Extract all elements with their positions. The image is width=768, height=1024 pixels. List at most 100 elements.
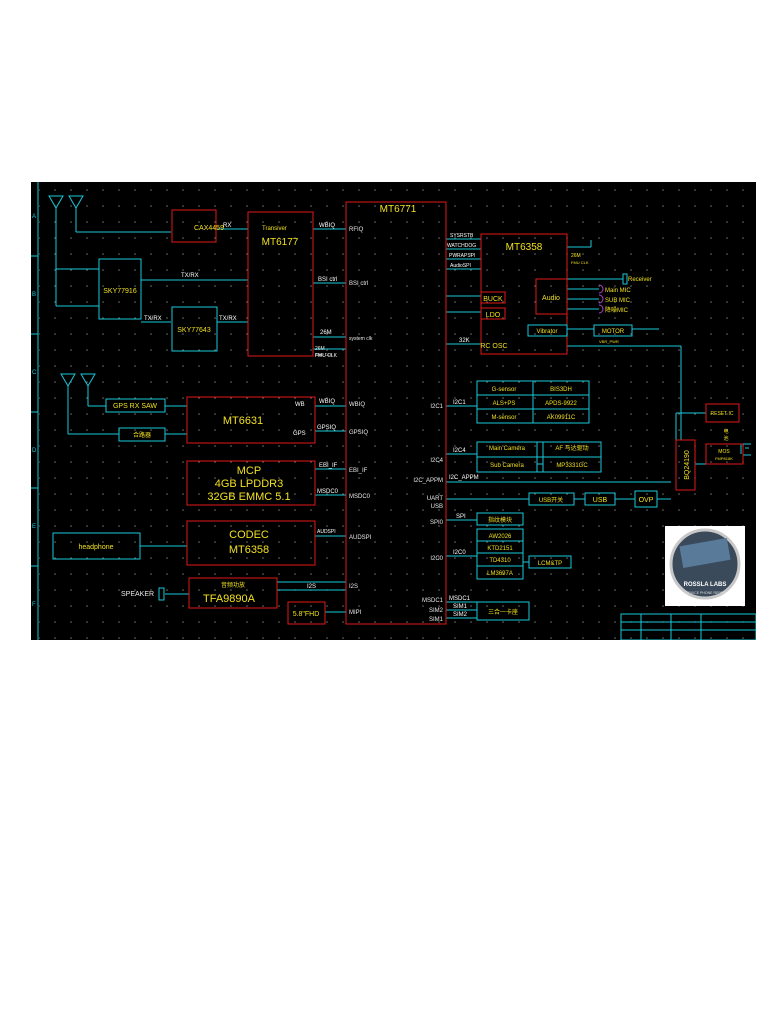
mos-block: [705, 443, 744, 465]
net-wbiq-1: WBIQ: [319, 223, 335, 229]
af-motor-label: AF 马达驱动: [555, 444, 588, 452]
audio-block: [535, 278, 568, 315]
row-mark-b: B: [32, 292, 36, 298]
mcp-label-1: MCP: [237, 465, 261, 477]
pin-msdc0: MSDC0: [349, 494, 371, 500]
sky77643-block: [171, 306, 218, 352]
main-mic-label: Main MIC: [605, 288, 631, 294]
mt6771-block: [345, 201, 447, 625]
net-ebi-if: EBI_IF: [319, 463, 338, 469]
cax-label: CAX4459: [194, 225, 224, 232]
pmic-label: MT6358: [506, 242, 543, 253]
charger-block: [675, 439, 696, 491]
pin-audspi: AUDSPI: [349, 535, 372, 541]
pin-sim2: SIM2: [429, 608, 444, 614]
g-sensor-label: G-sensor: [492, 387, 517, 393]
g-sensor-part: BIS3DH: [550, 387, 572, 393]
af-part-label: MP3331GC: [556, 463, 588, 469]
speaker-icon: [158, 587, 165, 601]
buck-label: BUCK: [483, 296, 503, 303]
ldo-block: [480, 307, 506, 320]
third-mic-label: 降噪MIC: [605, 306, 629, 314]
usb-switch-block: [528, 492, 575, 506]
display-block: [287, 601, 326, 625]
fingerprint-label: 指纹模块: [488, 516, 512, 524]
net-wb: WB: [295, 402, 305, 408]
rc-osc-label: RC OSC: [480, 343, 507, 350]
mcp-block: [186, 460, 316, 506]
pin-i2s: I2S: [349, 584, 358, 590]
m-sensor-label: M-sensor: [491, 415, 516, 421]
sky77643-label: SKY77643: [177, 327, 211, 334]
net-txrx-2: TX/RX: [144, 316, 162, 322]
net-i2c-appm: I2C_APPM: [449, 475, 479, 481]
net-wbiq-2: WBIQ: [319, 399, 335, 405]
ovp-label: OVP: [639, 497, 654, 504]
amp-block: [188, 577, 278, 609]
pin-gpsiq: GPSIQ: [349, 430, 368, 436]
net-bsi-ctrl: BSI ctrl: [318, 277, 337, 283]
headphone-label: headphone: [78, 544, 113, 551]
vibrator-block: [527, 324, 568, 337]
net-i2s: I2S: [307, 584, 316, 590]
border-rows: [31, 182, 39, 640]
net-audiospi: AudioSPI: [450, 263, 471, 269]
net-pwrapspi: PWRAPSPI: [449, 253, 475, 259]
pin-sim1: SIM1: [429, 617, 444, 623]
row-mark-e: E: [32, 524, 36, 530]
blocks: [52, 201, 756, 640]
codec-block: [186, 520, 316, 566]
pin-ebi-if: EBI_IF: [349, 468, 368, 474]
pmic-fmu-clk-label: FMU CLK: [571, 260, 589, 265]
net-32k: 32K: [459, 338, 470, 344]
touch-ic-3: TD4310: [489, 558, 511, 564]
pin-rfiq: RFIQ: [349, 227, 364, 233]
main-mic-icon: [598, 284, 604, 294]
usb-block: [584, 492, 616, 506]
charger-label: BQ24190: [684, 450, 691, 480]
usb-block-label: USB: [593, 497, 608, 504]
display-label: 5.8"FHD: [293, 611, 320, 618]
main-camera-label: Main Camera: [489, 446, 526, 452]
net-gps: GPS: [293, 431, 306, 437]
transceiver-block: [247, 211, 314, 357]
als-ps-part: APDS-9922: [545, 401, 577, 407]
pin-wbiq: WBIQ: [349, 402, 365, 408]
touch-ic-4: LM3697A: [487, 571, 513, 577]
pin-bsi-ctrl: BSI ctrl: [349, 281, 368, 287]
wires: [48, 195, 751, 619]
logo-subtitle: SERVICE PHONE REPAIR: [684, 591, 727, 595]
vbr-pwr-label: VBR_PWR: [599, 339, 619, 344]
battery-label-2: 池: [723, 435, 728, 442]
audio-label: Audio: [542, 295, 560, 302]
pin-system-clk: system clk: [349, 336, 373, 342]
amp-cn-label: 音频功放: [221, 581, 245, 589]
net-sim2: SIM2: [453, 612, 468, 618]
mt6631-label: MT6631: [223, 415, 263, 427]
net-i2c4: I2C4: [453, 448, 466, 454]
mos-part-label: FMP818K: [715, 456, 733, 461]
pmic-26m-label: 26M: [571, 253, 581, 259]
motor-label: MOTOR: [602, 329, 625, 335]
touch-table: [476, 528, 524, 580]
sub-mic-icon: [598, 294, 604, 304]
transceiver-title: Transiver: [262, 226, 287, 232]
pin-i2c-appm: I2C_APPM: [413, 478, 443, 484]
receiver-icon: [622, 273, 628, 285]
pin-i2c0: I2C0: [430, 556, 443, 562]
net-i2c1: I2C1: [453, 400, 466, 406]
net-sysrstb: SYSRSTB: [450, 233, 474, 239]
touch-ic-1: AW2026: [489, 534, 512, 540]
buck-block: [480, 291, 506, 304]
block-diagram: A B C D E F: [31, 182, 756, 640]
speaker-label: SPEAKER: [121, 591, 154, 598]
reset-ic-block: [705, 403, 740, 423]
rossla-labs-logo: ROSSLA LABS SERVICE PHONE REPAIR: [665, 526, 745, 606]
battery-label-1: 电: [723, 428, 728, 435]
net-msdc0: MSDC0: [317, 489, 339, 495]
gps-saw-label: GPS RX SAW: [113, 403, 157, 410]
pin-i2c4: I2C4: [430, 458, 443, 464]
sky77916-block: [98, 258, 142, 320]
net-audspi: AUDSPI: [317, 529, 336, 535]
row-mark-c: C: [32, 370, 37, 376]
